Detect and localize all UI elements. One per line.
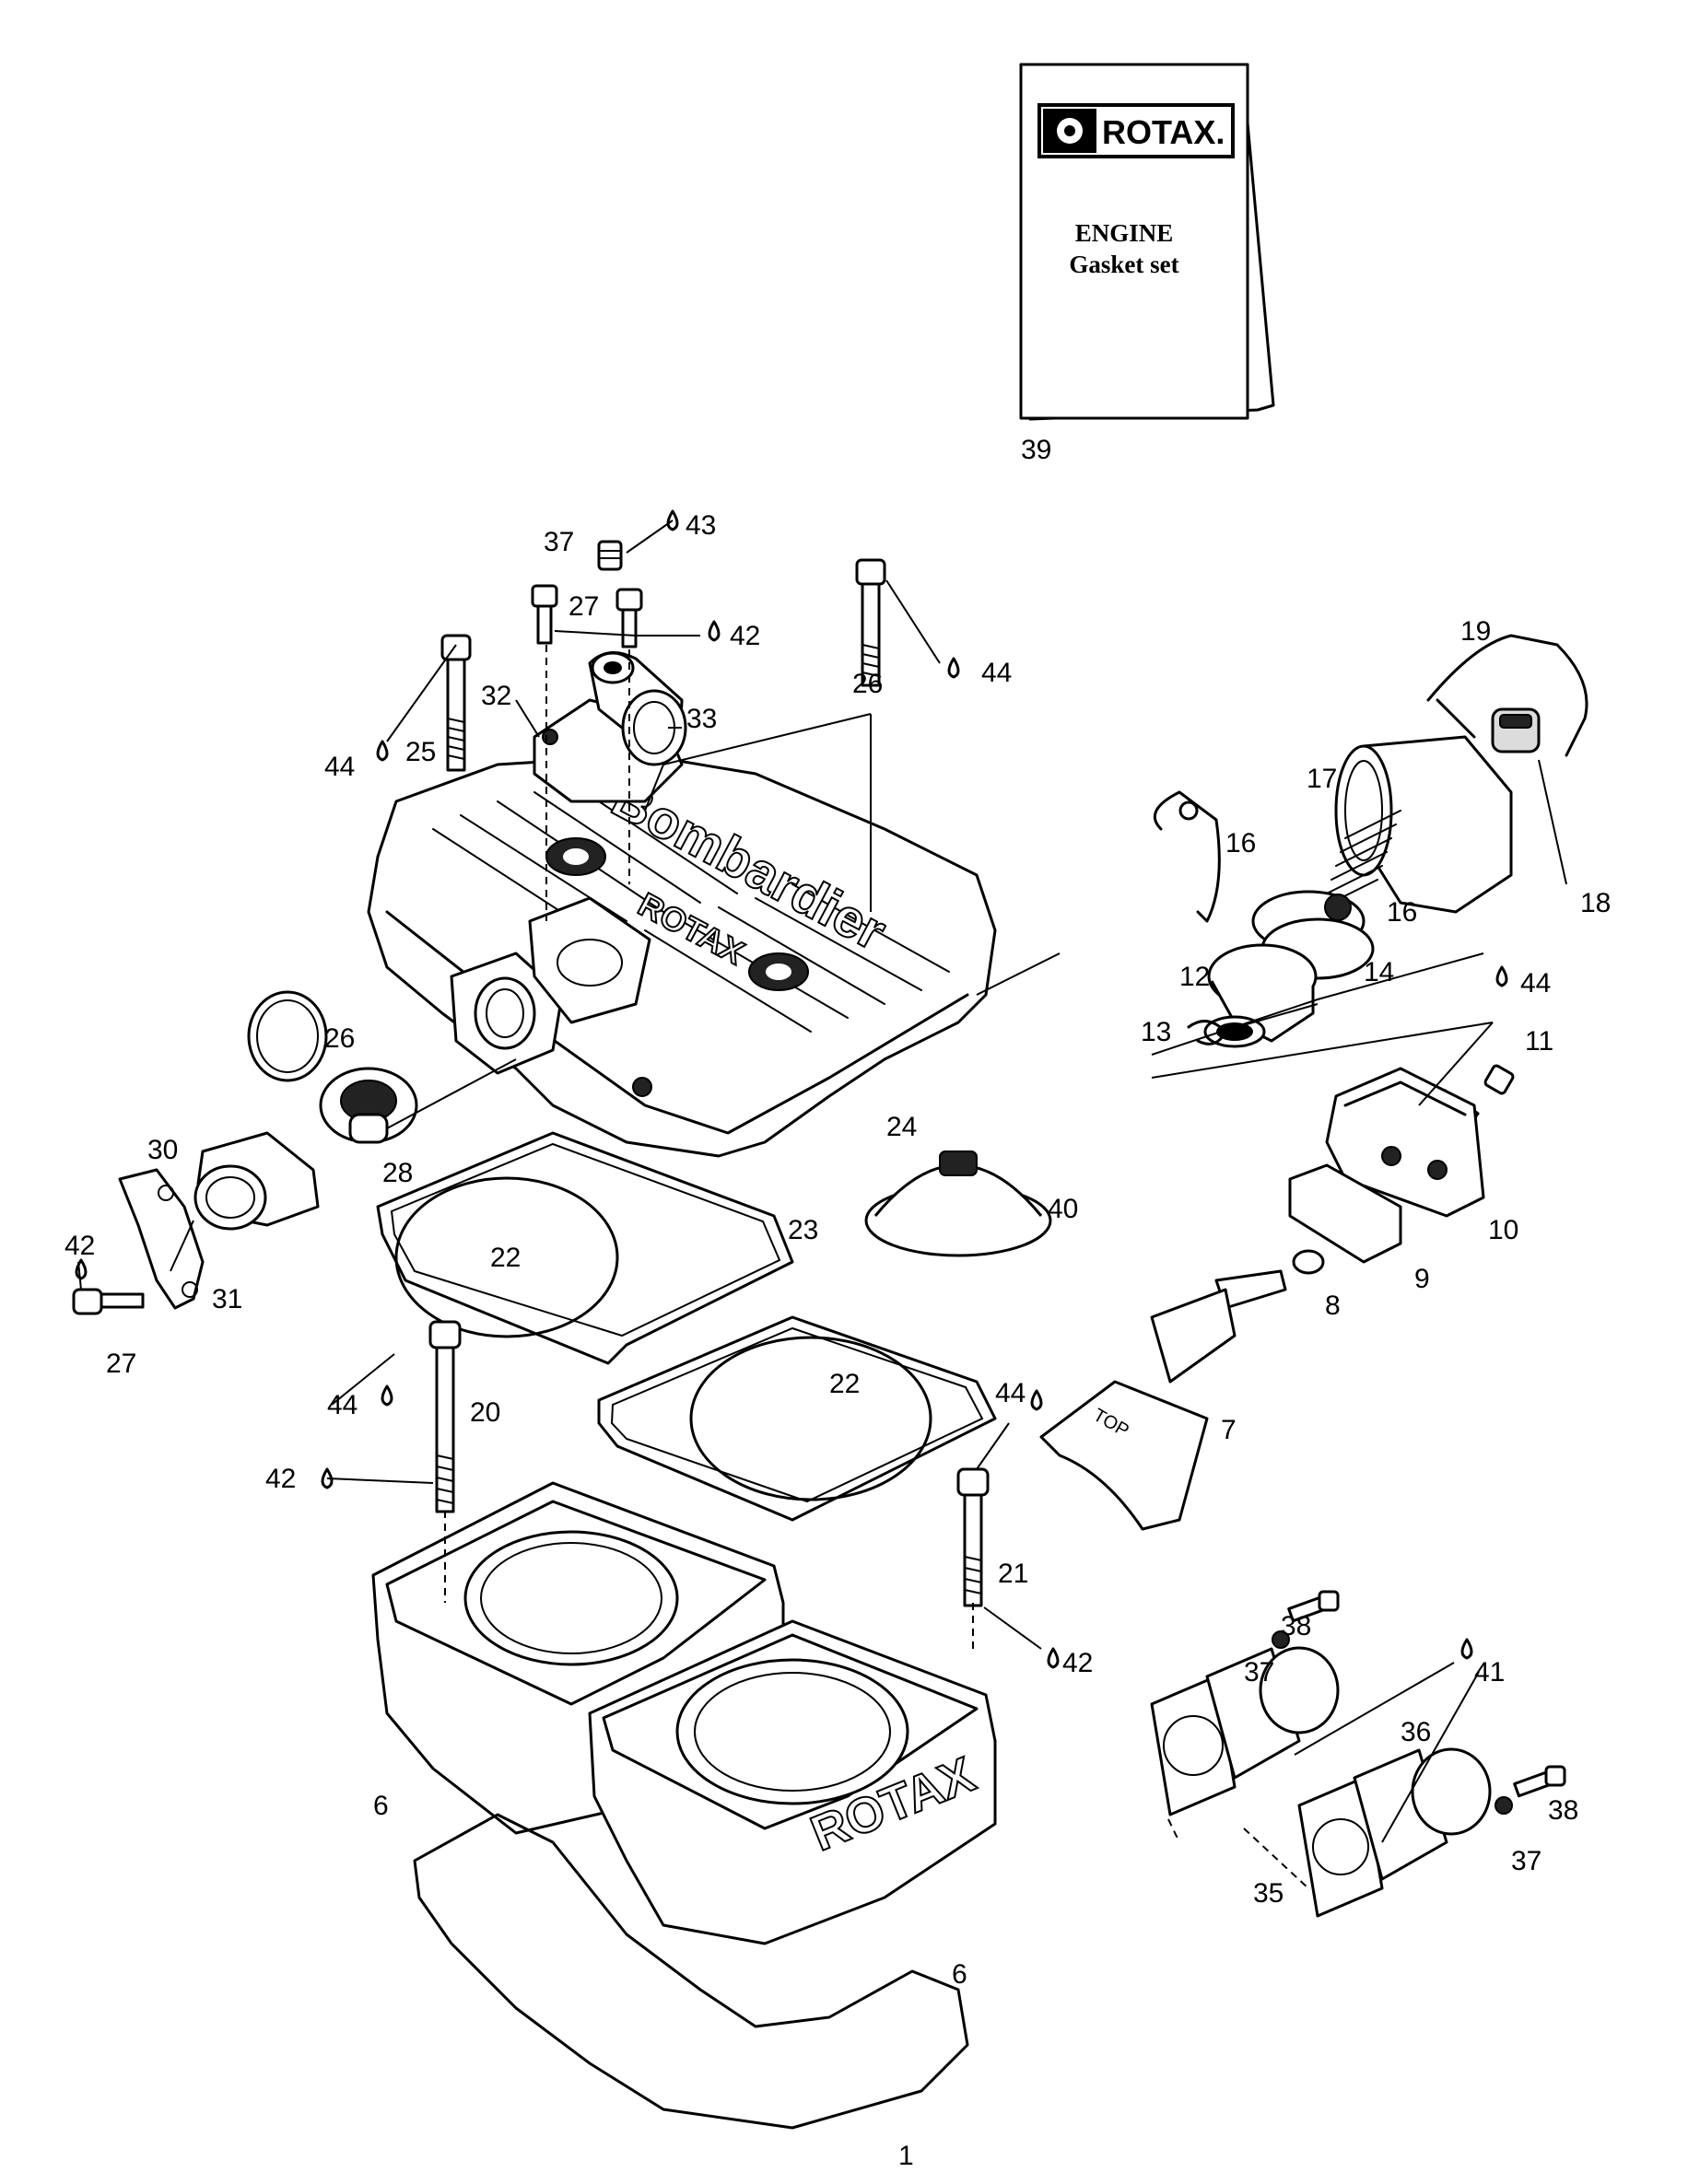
callout-9: 9 [1414,1264,1430,1294]
callout-40: 40 [1048,1194,1078,1224]
callout-42c: 42 [265,1464,296,1494]
callout-labels: 39 37 43 27 42 26 44 32 33 25 44 26 28 3… [64,435,1611,2171]
clip-31 [118,1168,205,1310]
callout-31: 31 [212,1284,242,1314]
gasket-9 [1288,1163,1402,1264]
callout-39: 39 [1021,435,1051,465]
callout-19: 19 [1460,616,1491,647]
thermostat-cover-30 [193,1131,320,1231]
callout-30: 30 [147,1135,178,1165]
callout-16b: 16 [1225,828,1256,858]
callout-42d: 42 [1062,1648,1093,1678]
o-ring-26 [247,990,328,1082]
callout-22b: 22 [829,1369,860,1399]
screw-27-thermostat [72,1288,145,1315]
outlet-socket [533,651,687,803]
leader-lines [77,520,1567,1889]
callout-21: 21 [998,1559,1028,1589]
screw-27-left [531,584,558,645]
callout-27: 27 [569,591,599,622]
valve-cover-17 [1334,735,1513,914]
gasket-35-left [1150,1675,1237,1816]
exhaust-valve-7: TOP [1039,1269,1287,1531]
valve-housing-10 [1325,1067,1485,1218]
head-gasket-23-right [597,1315,997,1522]
callout-8: 8 [1325,1291,1341,1321]
callout-7: 7 [1221,1415,1237,1445]
callout-38b: 38 [1548,1795,1578,1826]
callout-24: 24 [886,1112,917,1142]
callout-16a: 16 [1387,897,1417,928]
cylinder-head: Bombardier ROTAX [367,753,997,1158]
clip-13 [1187,1020,1227,1045]
callout-41: 41 [1474,1657,1505,1688]
callout-28: 28 [382,1158,413,1188]
callout-11: 11 [1525,1026,1553,1057]
screw-38-bottom [1513,1765,1566,1798]
callout-32: 32 [481,681,511,711]
callout-17: 17 [1307,764,1337,794]
book-title-line1: ENGINE [1075,219,1174,247]
gasket-35-right [1297,1776,1384,1918]
book-brand: ROTAX. [1102,113,1225,151]
screw-25 [440,634,472,772]
callout-43: 43 [686,510,716,541]
spring-16 [1321,810,1401,908]
manifold-36-right [1353,1747,1492,1881]
lock-washer-37-top [1272,1630,1290,1649]
callout-42b: 42 [64,1231,95,1261]
callout-37: 37 [544,527,574,557]
book-title-line2: Gasket set [1069,251,1178,278]
callout-44e: 44 [1520,968,1551,999]
screw-27-right [615,588,643,648]
callout-14: 14 [1364,957,1394,987]
lock-washer-37-bottom [1495,1796,1513,1815]
lubricant-drop-icons [75,509,1508,1669]
gasket-set-booklet: ROTAX. ENGINE Gasket set [1019,63,1275,421]
thermostat-28 [319,1067,418,1144]
callout-23: 23 [788,1215,818,1245]
cap-40 [864,1150,1052,1257]
callout-25: 25 [405,737,436,767]
plug-37 [597,540,623,571]
clamp-16 [1153,790,1221,923]
cylinder-base-gasket-1 [413,1813,969,2130]
screw-38-top [1287,1590,1340,1623]
callout-44b: 44 [324,752,355,782]
bellows-12 [1203,943,1318,1048]
o-ring-22-right [689,1336,932,1501]
o-ring-22-left [394,1176,619,1338]
callout-22a: 22 [490,1243,521,1273]
callout-18: 18 [1580,888,1611,918]
callout-12: 12 [1179,962,1210,992]
callout-33: 33 [686,704,717,734]
screw-26-long [855,558,886,687]
cylinder-right: ROTAX [588,1619,997,1945]
callout-44c: 44 [327,1390,358,1420]
screw-20 [428,1320,462,1513]
screw-18 [1491,707,1541,753]
callout-42: 42 [730,621,760,651]
callout-26b: 26 [324,1023,355,1054]
callout-44d: 44 [995,1378,1026,1408]
callout-13: 13 [1141,1017,1171,1047]
callout-6b: 6 [952,1959,967,1990]
screw-21 [956,1467,990,1607]
callout-20: 20 [470,1397,500,1428]
manifold-36-left [1205,1646,1340,1780]
callout-37b: 37 [1511,1846,1541,1876]
callout-27b: 27 [106,1349,136,1379]
callout-1: 1 [898,2141,914,2171]
callout-37a: 37 [1244,1657,1274,1688]
washer-8 [1292,1249,1325,1275]
callout-44: 44 [981,658,1012,688]
callout-6a: 6 [373,1791,389,1821]
callout-36: 36 [1401,1717,1431,1747]
spring-clip-19 [1426,634,1588,757]
callout-26: 26 [852,669,883,699]
callout-35: 35 [1253,1878,1284,1909]
callout-10: 10 [1488,1215,1518,1245]
callout-38a: 38 [1281,1611,1311,1641]
